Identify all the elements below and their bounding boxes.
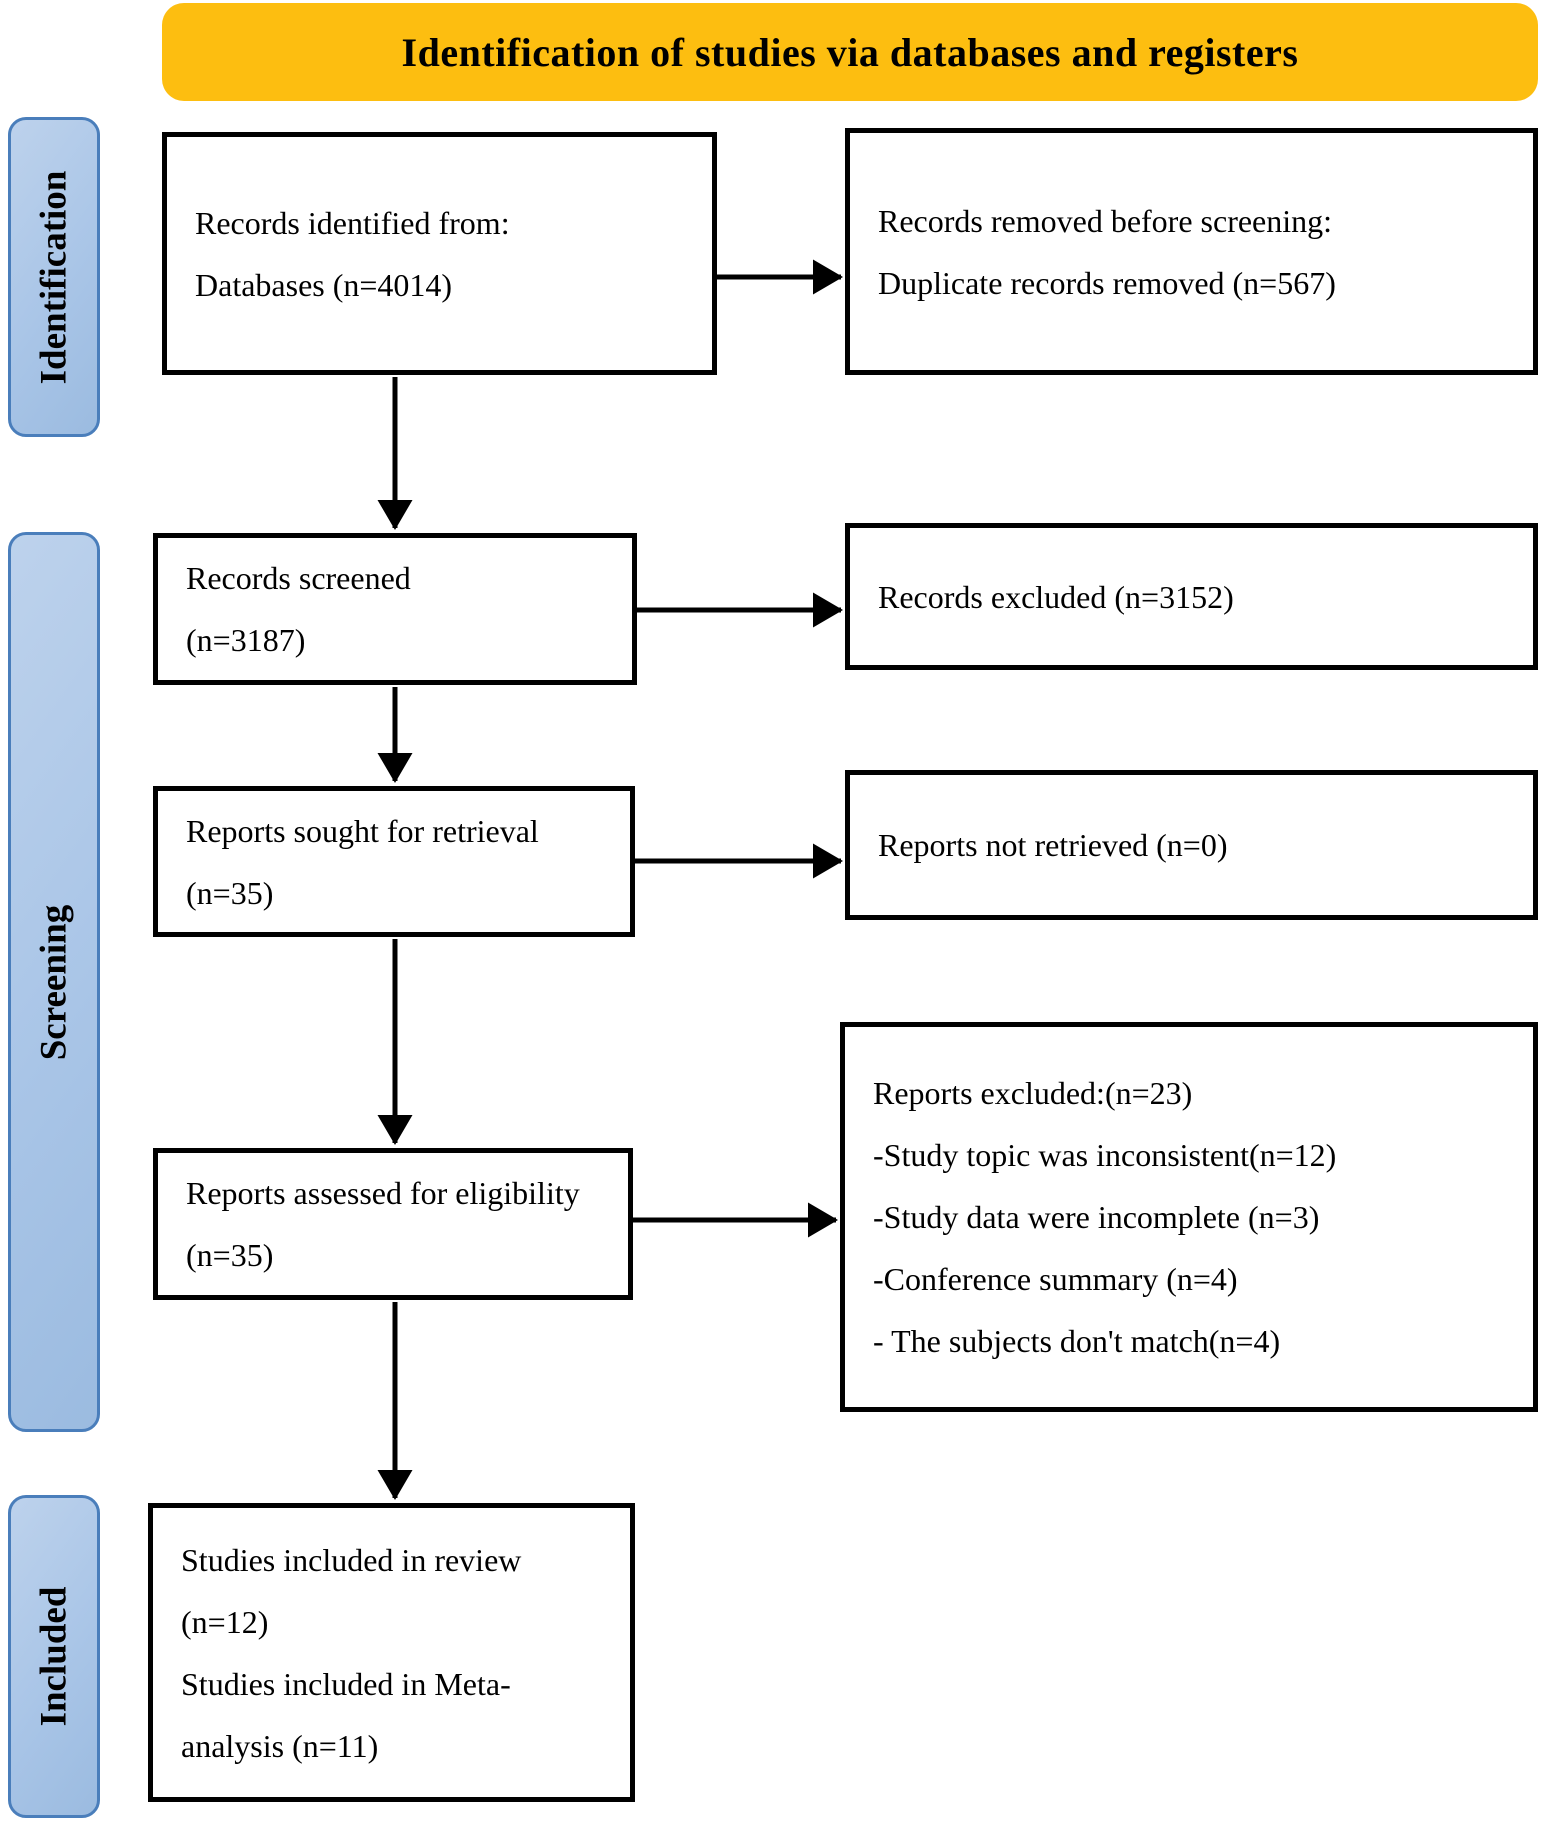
stage-identification: Identification	[8, 117, 100, 437]
box-records-identified: Records identified from: Databases (n=40…	[162, 132, 717, 375]
box-records-screened: Records screened (n=3187)	[153, 533, 637, 685]
box-reports-not-retrieved-text: Reports not retrieved (n=0)	[878, 827, 1228, 863]
diagram-title: Identification of studies via databases …	[401, 29, 1299, 75]
box-records-excluded-text: Records excluded (n=3152)	[878, 578, 1234, 615]
box-reports-excluded: Reports excluded:(n=23) -Study topic was…	[840, 1022, 1538, 1412]
box-reports-excluded-text: Reports excluded:(n=23) -Study topic was…	[873, 1075, 1337, 1359]
box-reports-not-retrieved: Reports not retrieved (n=0)	[845, 770, 1538, 920]
title-banner: Identification of studies via databases …	[162, 3, 1538, 101]
stage-screening-label: Screening	[33, 904, 75, 1060]
box-studies-included-text: Studies included in review (n=12) Studie…	[181, 1541, 522, 1764]
box-records-removed: Records removed before screening: Duplic…	[845, 128, 1538, 375]
box-records-excluded: Records excluded (n=3152)	[845, 523, 1538, 670]
box-reports-sought: Reports sought for retrieval (n=35)	[153, 786, 635, 937]
box-records-screened-text: Records screened (n=3187)	[186, 560, 411, 658]
box-records-removed-text: Records removed before screening: Duplic…	[878, 202, 1336, 301]
stage-screening: Screening	[8, 532, 100, 1432]
box-reports-assessed: Reports assessed for eligibility (n=35)	[153, 1148, 633, 1300]
box-reports-assessed-text: Reports assessed for eligibility (n=35)	[186, 1175, 580, 1273]
box-reports-sought-text: Reports sought for retrieval (n=35)	[186, 812, 539, 911]
stage-included: Included	[8, 1495, 100, 1818]
box-studies-included: Studies included in review (n=12) Studie…	[148, 1503, 635, 1802]
stage-identification-label: Identification	[33, 170, 75, 384]
box-records-identified-text: Records identified from: Databases (n=40…	[195, 204, 510, 303]
stage-included-label: Included	[33, 1586, 75, 1727]
